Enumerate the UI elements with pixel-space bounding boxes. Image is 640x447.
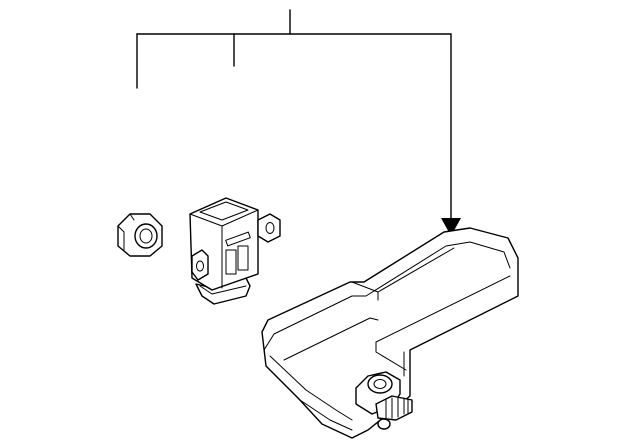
sensor-part	[189, 197, 281, 305]
callout-arrowhead-icon	[441, 218, 461, 236]
module-part	[261, 227, 519, 439]
nut-part	[117, 213, 163, 257]
threaded-stud	[375, 395, 413, 430]
callout-leader-lines	[136, 9, 452, 219]
